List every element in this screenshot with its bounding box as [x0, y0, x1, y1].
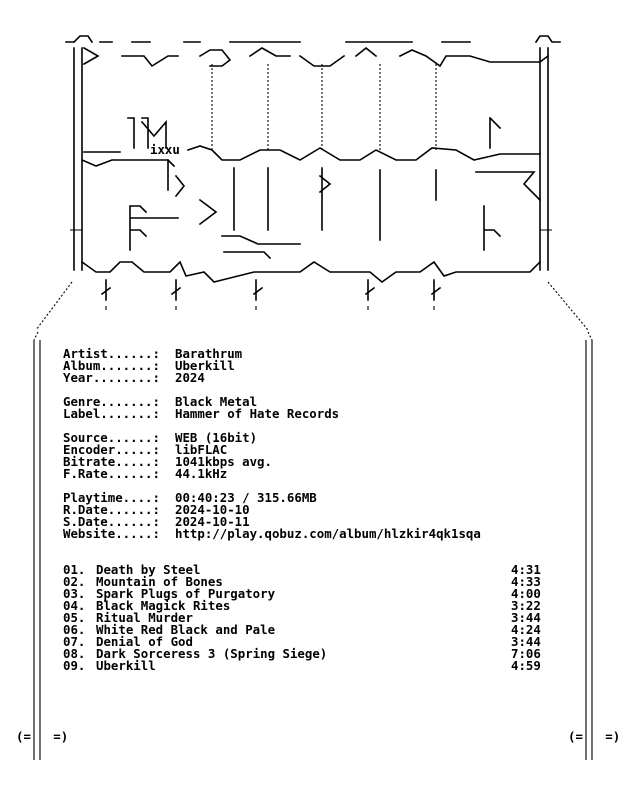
- svg-text:Bitrate.....:1041kbps avg.: Bitrate.....: 1041kbps avg.: [63, 454, 272, 469]
- value-website: http://play.qobuz.com/album/hlzkir4qk1sq…: [175, 526, 481, 541]
- svg-text:Encoder.....:libFLAC: Encoder.....: libFLAC: [63, 442, 227, 457]
- value-encoder: libFLAC: [175, 442, 227, 457]
- ascii-logo: ixxu: [35, 35, 589, 331]
- track-row: 08.Dark Sorceress 3 (Spring Siege)7:06: [63, 646, 541, 661]
- svg-text:S.Date......:2024-10-11: S.Date......: 2024-10-11: [63, 514, 250, 529]
- footer-left: (= =): [16, 729, 68, 744]
- value-genre: Black Metal: [175, 394, 257, 409]
- svg-text:F.Rate......:44.1kHz: F.Rate......: 44.1kHz: [63, 466, 227, 481]
- value-label: Hammer of Hate Records: [175, 406, 339, 421]
- label-playtime: Playtime....:: [63, 490, 160, 505]
- svg-text:Genre.......:Black Metal: Genre.......: Black Metal: [63, 394, 257, 409]
- label-rdate: R.Date......:: [63, 502, 160, 517]
- value-bitrate: 1041kbps avg.: [175, 454, 272, 469]
- side-rails: (= =) (= =): [16, 331, 620, 760]
- svg-text:Website.....:http://play.qobuz: Website.....: http://play.qobuz.com/album…: [63, 526, 481, 541]
- label-source: Source......:: [63, 430, 160, 445]
- svg-text:Year........:2024: Year........: 2024: [63, 370, 205, 385]
- svg-text:Playtime....:00:40:23 / 315.66: Playtime....: 00:40:23 / 315.66MB: [63, 490, 317, 505]
- value-frate: 44.1kHz: [175, 466, 227, 481]
- svg-text:R.Date......:2024-10-10: R.Date......: 2024-10-10: [63, 502, 250, 517]
- value-sdate: 2024-10-11: [175, 514, 250, 529]
- logo-caption: ixxu: [150, 142, 180, 157]
- label-artist: Artist......:: [63, 346, 160, 361]
- value-source: WEB (16bit): [175, 430, 257, 445]
- label-album: Album.......:: [63, 358, 160, 373]
- label-frate: F.Rate......:: [63, 466, 160, 481]
- footer-right: (= =): [568, 729, 620, 744]
- value-album: Uberkill: [175, 358, 235, 373]
- label-year: Year........:: [63, 370, 160, 385]
- value-year: 2024: [175, 370, 205, 385]
- label-bitrate: Bitrate.....:: [63, 454, 160, 469]
- label-label: Label.......:: [63, 406, 160, 421]
- label-genre: Genre.......:: [63, 394, 160, 409]
- svg-text:Artist......:Barathrum: Artist......: Barathrum: [63, 346, 242, 361]
- release-info: Artist......: Barathrum Album.......: Uber…: [63, 346, 481, 541]
- svg-text:Label.......:Hammer of Hate Re: Label.......: Hammer of Hate Records: [63, 406, 339, 421]
- label-sdate: S.Date......:: [63, 514, 160, 529]
- value-rdate: 2024-10-10: [175, 502, 250, 517]
- value-playtime: 00:40:23 / 315.66MB: [175, 490, 317, 505]
- svg-text:Source......:WEB (16bit): Source......: WEB (16bit): [63, 430, 257, 445]
- label-encoder: Encoder.....:: [63, 442, 160, 457]
- label-website: Website.....:: [63, 526, 160, 541]
- svg-text:Album.......:Uberkill: Album.......: Uberkill: [63, 358, 235, 373]
- value-artist: Barathrum: [175, 346, 242, 361]
